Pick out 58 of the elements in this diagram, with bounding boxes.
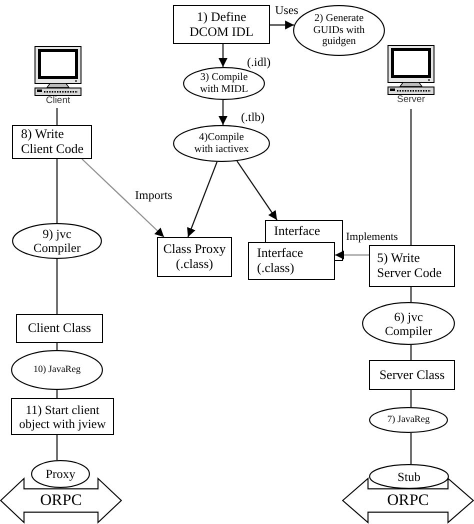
connector-line	[56, 435, 58, 460]
node-text: 9) jvc Compiler	[32, 227, 82, 255]
process-ellipse	[12, 223, 102, 259]
node-text: 7) JavaReg	[387, 414, 430, 426]
connector-line	[56, 108, 58, 125]
node-text: Proxy	[46, 467, 76, 481]
edge-label: (.tlb)	[240, 111, 266, 124]
arrow	[218, 44, 228, 67]
process-ellipse	[11, 350, 103, 390]
connector-line	[410, 109, 412, 245]
node-text: Server Class	[379, 368, 445, 382]
edge-label: Imports	[134, 189, 174, 202]
node-text: ORPC	[387, 492, 429, 510]
node-text: 4)Compile with iactivex	[193, 132, 250, 156]
node-text: Interface	[274, 224, 320, 239]
process-ellipse	[31, 460, 90, 488]
node-text: ORPC	[40, 492, 82, 510]
node-text: 1) Define DCOM IDL	[188, 10, 254, 40]
node-text: 2) Generate GUIDs with guidgen	[312, 12, 366, 48]
edge-label: (.idl)	[246, 56, 272, 69]
node-text: 3) Compile with MIDL	[198, 72, 250, 96]
connector-line	[410, 432, 412, 464]
arrow	[187, 162, 218, 238]
node-text: 5) Write Server Code	[377, 251, 443, 281]
arrow	[218, 100, 228, 125]
process-box	[12, 125, 92, 159]
node-text: Client Class	[28, 321, 92, 336]
device-label: Server	[397, 95, 425, 106]
process-box	[369, 360, 455, 390]
process-ellipse	[369, 407, 448, 433]
arrow	[335, 250, 369, 260]
node-text: Stub	[398, 470, 420, 484]
process-box	[173, 5, 270, 44]
node-text: 8) Write Client Code	[21, 127, 84, 157]
arrow	[82, 158, 164, 238]
edge-label: Implements	[345, 232, 399, 244]
arrow	[270, 20, 294, 30]
process-box	[11, 398, 114, 435]
device-label: Client	[46, 96, 70, 106]
connector-line	[410, 287, 412, 302]
connector-line	[410, 344, 412, 360]
process-ellipse	[173, 125, 270, 162]
process-box	[16, 314, 103, 343]
node-text: Class Proxy (.class)	[162, 242, 227, 272]
arrow	[236, 160, 278, 220]
process-box	[248, 242, 335, 280]
process-ellipse	[362, 302, 455, 345]
process-ellipse	[183, 67, 265, 100]
node-text: 6) jvc Compiler	[384, 310, 434, 338]
connector-line	[56, 159, 58, 223]
edge-label: Uses	[274, 4, 300, 17]
process-ellipse	[369, 464, 449, 489]
connector-line	[410, 390, 412, 408]
node-text: Interface (.class)	[257, 246, 304, 276]
connector-line	[56, 259, 58, 314]
node-text: 10) JavaReg	[33, 364, 81, 376]
node-text: 11) Start client object with jview	[18, 402, 107, 430]
process-box	[369, 245, 455, 287]
